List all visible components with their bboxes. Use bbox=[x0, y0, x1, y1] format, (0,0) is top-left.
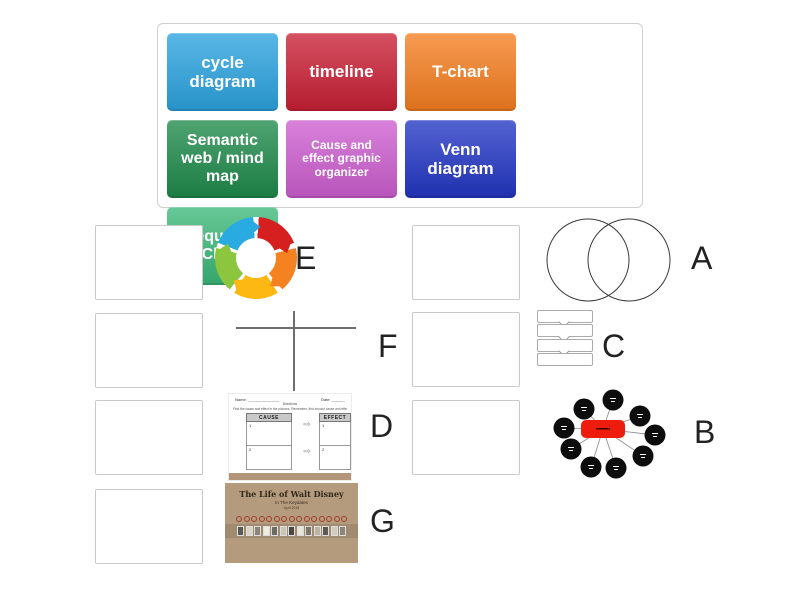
timeline-chain-border bbox=[226, 514, 357, 523]
mind-map-icon bbox=[548, 388, 673, 490]
drop-zone-mind-map[interactable] bbox=[412, 400, 520, 475]
timeline-photo-strip bbox=[225, 524, 358, 538]
drop-zone-cause-effect[interactable] bbox=[95, 400, 203, 475]
tile-label: Cause and effect graphic organizer bbox=[302, 137, 381, 179]
tile-label: timeline bbox=[309, 62, 374, 82]
tile-label: Semantic web / mind map bbox=[181, 132, 264, 185]
tile-label: cycle diagram bbox=[189, 52, 256, 91]
match-letter-e: E bbox=[295, 240, 317, 276]
drop-zone-timeline[interactable] bbox=[95, 489, 203, 564]
cause-cell-1: 1 bbox=[246, 422, 292, 446]
effect-header: EFFECT bbox=[319, 413, 351, 422]
drop-zone-cycle-diagram[interactable] bbox=[95, 225, 203, 300]
timeline-poster-image: The Life of Walt Disney In The Keydates … bbox=[225, 483, 358, 563]
timeline-dateline: April 2015 bbox=[283, 505, 300, 510]
tile-cause-and-effect-graphic-organizer[interactable]: Cause and effect graphic organizer bbox=[286, 120, 397, 198]
tile-cycle-diagram[interactable]: cycle diagram bbox=[167, 33, 278, 111]
effect-cell-2: 2 bbox=[319, 446, 351, 470]
match-letter-b: B bbox=[694, 414, 716, 450]
sequence-box bbox=[537, 353, 593, 366]
drop-zone-sequence[interactable] bbox=[412, 312, 520, 387]
sequence-chart-icon bbox=[537, 310, 593, 367]
worksheet-effect-column: EFFECT 1 2 bbox=[319, 413, 351, 471]
match-letter-c: C bbox=[602, 328, 626, 364]
cycle-arrowhead-icon bbox=[249, 217, 261, 237]
t-chart-icon-vertical bbox=[293, 311, 295, 391]
effect-cell-1: 1 bbox=[319, 422, 351, 446]
tile-panel: cycle diagram timeline T-chart Semantic … bbox=[157, 23, 643, 285]
tile-venn-diagram[interactable]: Venn diagram bbox=[405, 120, 516, 198]
worksheet-date-label: Date: ______ bbox=[320, 397, 345, 402]
tile-semantic-web-mind-map[interactable]: Semantic web / mind map bbox=[167, 120, 278, 198]
worksheet-arrow-icon: ⇨ bbox=[303, 420, 311, 430]
match-letter-a: A bbox=[691, 240, 713, 276]
timeline-subtitle: In The Keydates bbox=[275, 499, 308, 505]
venn-diagram-icon bbox=[546, 216, 676, 305]
t-chart-icon bbox=[236, 327, 356, 329]
worksheet-footer-bar bbox=[229, 473, 351, 480]
worksheet-name-label: Name: ______________ bbox=[235, 397, 280, 402]
cycle-diagram-icon bbox=[215, 217, 297, 299]
cycle-ring-hole bbox=[236, 238, 276, 278]
worksheet-instruction: Find the cause and effect in the picture… bbox=[233, 406, 347, 411]
tile-t-chart[interactable]: T-chart bbox=[405, 33, 516, 111]
timeline-title: The Life of Walt Disney bbox=[239, 489, 344, 499]
drop-zone-t-chart[interactable] bbox=[95, 313, 203, 388]
tile-label: Venn diagram bbox=[427, 139, 494, 178]
match-letter-g: G bbox=[370, 503, 395, 539]
worksheet-arrow-icon: ⇨ bbox=[303, 447, 311, 457]
match-letter-f: F bbox=[378, 328, 398, 364]
drop-zone-venn[interactable] bbox=[412, 225, 520, 300]
tile-label: T-chart bbox=[432, 62, 489, 82]
worksheet-directions-label: Directions bbox=[282, 402, 298, 406]
cause-header: CAUSE bbox=[246, 413, 292, 422]
cause-effect-worksheet-image: Name: ______________ Date: ______ Direct… bbox=[228, 393, 352, 481]
match-letter-d: D bbox=[370, 408, 394, 444]
cause-cell-2: 2 bbox=[246, 446, 292, 470]
tile-timeline[interactable]: timeline bbox=[286, 33, 397, 111]
worksheet-cause-column: CAUSE 1 2 bbox=[246, 413, 292, 471]
